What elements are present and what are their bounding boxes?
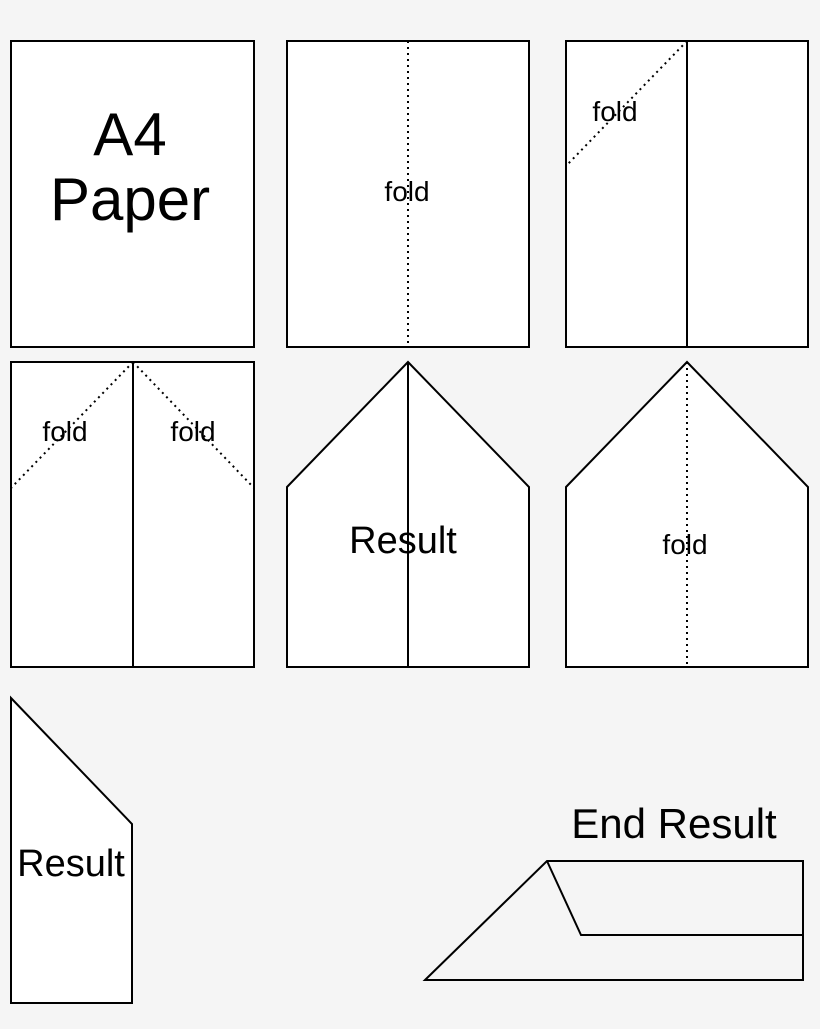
- paper-label: Paper: [50, 166, 210, 233]
- paper-shape: [10, 695, 133, 1004]
- fold-label-left: fold: [42, 416, 87, 447]
- paper-sheet: [286, 40, 530, 348]
- result-label: Result: [349, 520, 457, 562]
- step-5-result: Result: [286, 360, 530, 668]
- end-result-label: End Result: [571, 800, 777, 847]
- fold-label: fold: [384, 176, 429, 207]
- paper-shape: [565, 360, 809, 668]
- result-label: Result: [17, 843, 125, 885]
- step-1-a4-paper: A4 Paper: [10, 40, 255, 348]
- step-7-result: Result: [10, 695, 133, 1004]
- fold-label: fold: [592, 96, 637, 127]
- airplane-outline: [422, 860, 804, 981]
- step-3-corner-fold: fold: [565, 40, 809, 348]
- end-result-airplane: End Result: [422, 800, 804, 981]
- fold-line-right: [132, 361, 255, 489]
- paper-sheet: [10, 40, 255, 348]
- step-4-both-corners: fold fold: [10, 361, 255, 668]
- a4-label: A4: [93, 101, 166, 168]
- airplane-wing-line: [546, 860, 803, 936]
- step-2-center-fold: fold: [286, 40, 530, 348]
- fold-label: fold: [662, 529, 707, 560]
- fold-line: [565, 40, 688, 167]
- step-6-center-fold: fold: [565, 360, 809, 668]
- fold-label-right: fold: [170, 416, 215, 447]
